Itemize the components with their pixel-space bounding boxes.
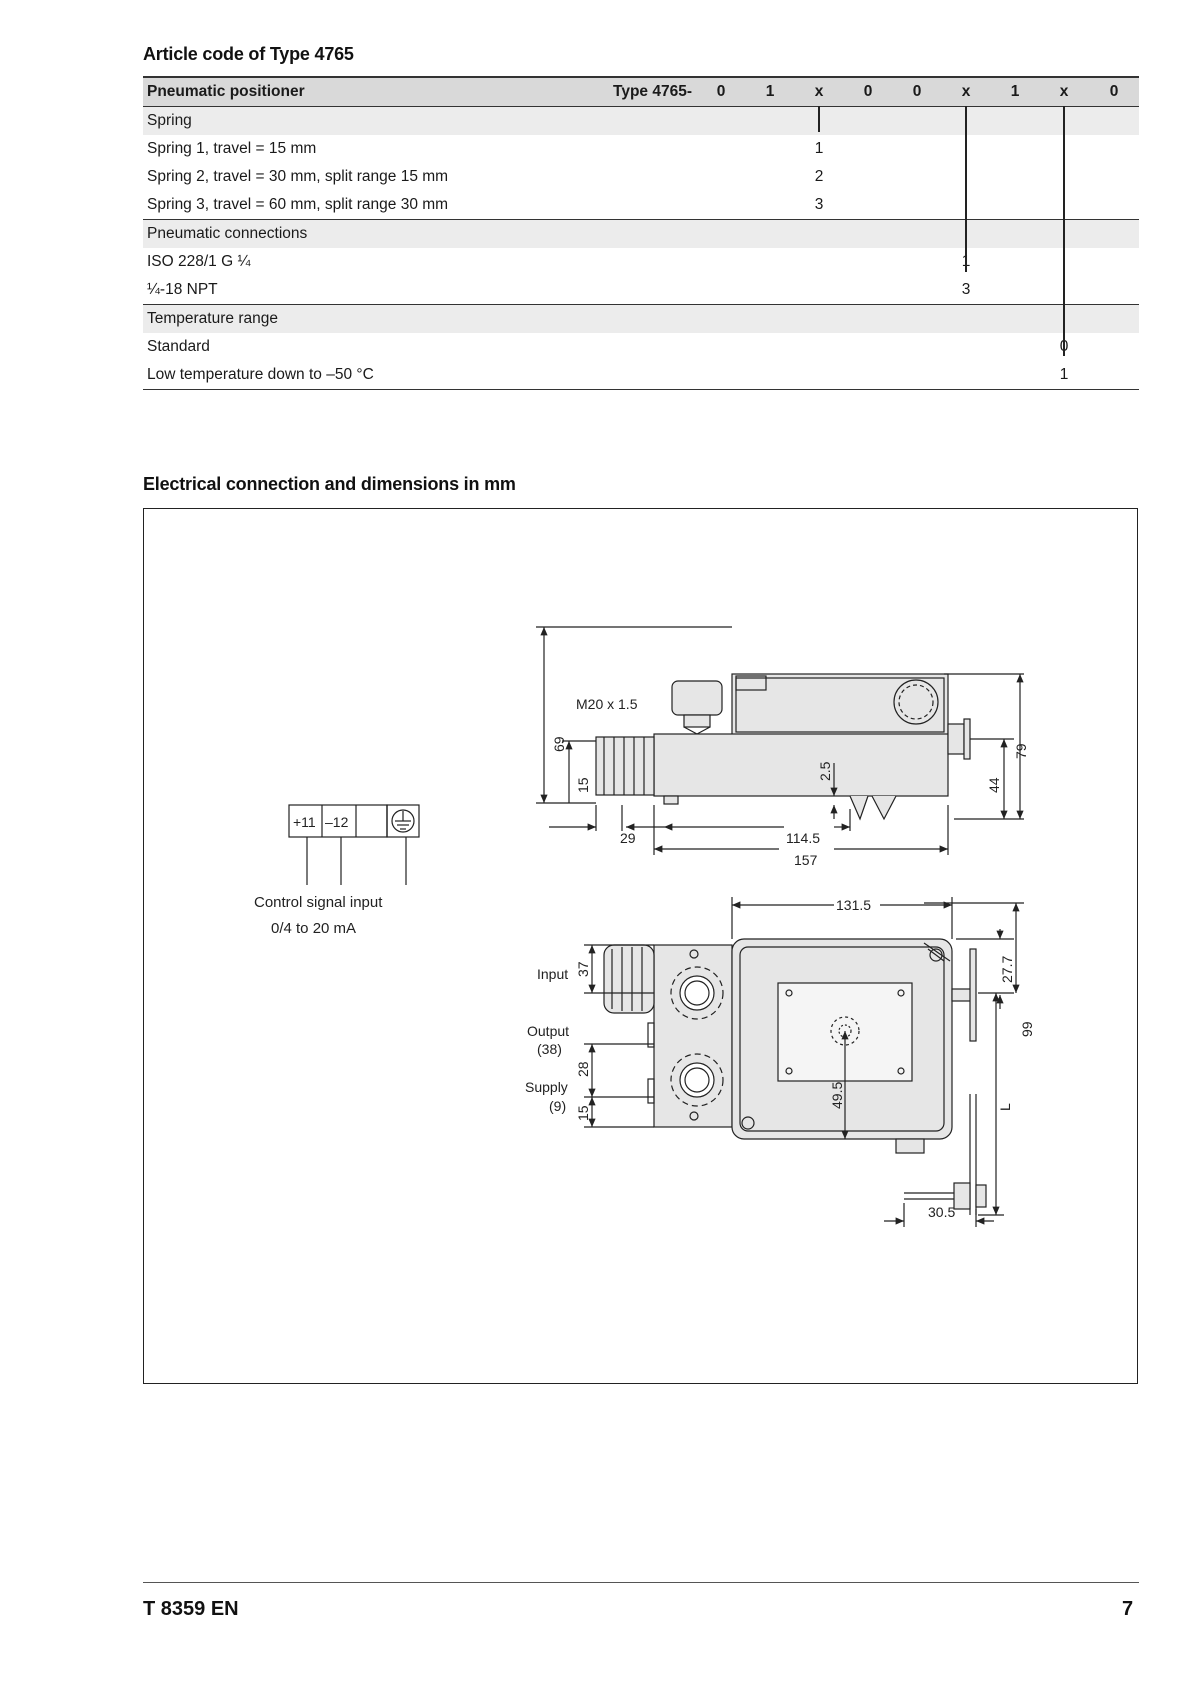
option-text: Spring 2, travel = 30 mm, split range 15… <box>147 168 449 185</box>
footer-page-number: 7 <box>1122 1598 1134 1620</box>
code-digit-7: 1 <box>1010 83 1020 100</box>
dim-30-5: 30.5 <box>928 1204 955 1220</box>
option-text: ISO 228/1 G ¼ <box>147 253 251 270</box>
port-label-input: Input <box>537 966 568 982</box>
option-text: Low temperature down to –50 °C <box>147 366 374 383</box>
port-label-supply-no: (9) <box>549 1098 566 1114</box>
group-name: Spring <box>147 112 192 129</box>
drawing-title: Electrical connection and dimensions in … <box>143 474 516 494</box>
header-label: Pneumatic positioner <box>147 83 305 100</box>
option-row: ISO 228/1 G ¼ 1 <box>143 248 1139 276</box>
dim-49-5: 49.5 <box>829 1082 845 1109</box>
dim-15-side: 15 <box>575 777 591 793</box>
option-text: Spring 1, travel = 15 mm <box>147 140 317 157</box>
port-label-output-no: (38) <box>537 1041 562 1057</box>
group-name: Pneumatic connections <box>147 225 308 242</box>
code-digit-1: 0 <box>716 83 726 100</box>
dim-99: 99 <box>1019 1021 1035 1037</box>
dim-2-5: 2.5 <box>817 761 833 781</box>
group-name: Temperature range <box>147 310 278 327</box>
dimension-drawing: +11 –12 Control signal input 0/4 to 20 m… <box>254 626 1035 1227</box>
option-text: Standard <box>147 338 210 355</box>
option-row: Standard 0 <box>143 333 1139 361</box>
dim-27-7: 27.7 <box>999 956 1015 983</box>
dim-44: 44 <box>986 777 1002 793</box>
port-label-supply: Supply <box>525 1079 568 1095</box>
terminal-label-12: –12 <box>325 814 349 830</box>
option-text: Spring 3, travel = 60 mm, split range 30… <box>147 196 449 213</box>
dim-157: 157 <box>794 852 818 868</box>
code-digit-2: 1 <box>765 83 775 100</box>
dim-15-front: 15 <box>575 1105 591 1121</box>
table-header-row: Pneumatic positioner Type 4765- 0 1 x 0 … <box>143 76 1139 107</box>
dim-114-5: 114.5 <box>786 830 820 846</box>
dim-29: 29 <box>620 830 636 846</box>
option-text: ¼-18 NPT <box>147 281 218 298</box>
footer-divider <box>143 1582 1139 1583</box>
article-code-title: Article code of Type 4765 <box>143 44 354 64</box>
article-code-table: Pneumatic positioner Type 4765- 0 1 x 0 … <box>143 76 1139 390</box>
option-row: Spring 2, travel = 30 mm, split range 15… <box>143 163 1139 191</box>
signal-label-line2: 0/4 to 20 mA <box>271 920 356 937</box>
dim-37: 37 <box>575 961 591 977</box>
dim-69: 69 <box>551 736 567 752</box>
footer-doc-id: T 8359 EN <box>143 1598 239 1620</box>
group-row-spring: Spring <box>143 107 1139 135</box>
option-code: 3 <box>814 196 824 213</box>
terminal-strip <box>288 804 420 885</box>
port-label-output: Output <box>527 1023 569 1039</box>
dim-28: 28 <box>575 1061 591 1077</box>
option-code: 1 <box>1059 366 1069 383</box>
code-digit-8: x <box>1059 83 1069 100</box>
side-view <box>536 626 1024 855</box>
header-type-prefix: Type 4765- <box>613 83 692 100</box>
code-digit-6: x <box>961 83 971 100</box>
front-view <box>584 897 1024 1227</box>
signal-label-line1: Control signal input <box>254 894 383 911</box>
code-digit-4: 0 <box>863 83 873 100</box>
option-code: 1 <box>814 140 824 157</box>
code-digit-9: 0 <box>1109 83 1119 100</box>
option-code: 2 <box>814 168 824 185</box>
dim-79: 79 <box>1013 743 1029 759</box>
dimension-drawing-frame: +11 –12 Control signal input 0/4 to 20 m… <box>143 508 1138 1384</box>
option-code: 3 <box>961 281 971 298</box>
terminal-label-11: +11 <box>293 814 316 830</box>
option-row: Spring 3, travel = 60 mm, split range 30… <box>143 191 1139 219</box>
selector-line <box>818 106 820 132</box>
thread-label: M20 x 1.5 <box>576 696 638 712</box>
option-row: ¼-18 NPT 3 <box>143 276 1139 304</box>
option-row: Low temperature down to –50 °C 1 <box>143 361 1139 390</box>
group-row-pneumatic-connections: Pneumatic connections <box>143 219 1139 248</box>
dim-L: L <box>997 1103 1013 1111</box>
option-row: Spring 1, travel = 15 mm 1 <box>143 135 1139 163</box>
group-row-temperature-range: Temperature range <box>143 304 1139 333</box>
code-digit-3: x <box>814 83 824 100</box>
selector-line <box>1063 106 1065 356</box>
selector-line <box>965 106 967 272</box>
dim-131-5: 131.5 <box>836 897 871 913</box>
code-digit-5: 0 <box>912 83 922 100</box>
